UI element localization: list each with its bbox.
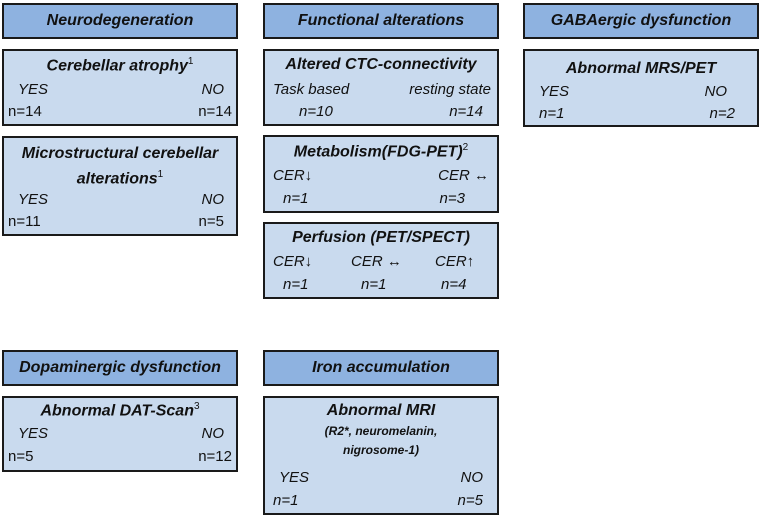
ctc-title: Altered CTC-connectivity [285,56,477,73]
no-count: n=12 [198,448,232,465]
header-functional-alterations: Functional alterations [263,3,499,39]
mrs-pet-title: Abnormal MRS/PET [565,60,717,77]
yes-label: YES [18,425,49,442]
metabolism-title: Metabolism(FDG-PET)2 [293,142,469,161]
yes-count: n=1 [539,105,565,122]
cer-decrease-label: CER↓ [273,253,313,270]
metabolism-box: Metabolism(FDG-PET)2 CER↓ CER ↔ n=1 n=3 [263,135,499,213]
task-based-label: Task based [273,81,350,98]
no-label: NO [201,191,225,208]
mri-subtitle-1: (R2*, neuromelanin, [324,424,438,438]
task-based-count: n=10 [299,103,333,120]
dat-scan-box: Abnormal DAT-Scan3 YES NO n=5 n=12 [2,396,238,472]
perfusion-title: Perfusion (PET/SPECT) [292,229,470,246]
yes-count: n=14 [8,103,42,120]
abnormal-mri-title: Abnormal MRI [326,402,436,419]
yes-label: YES [18,81,49,98]
resting-state-label: resting state [409,81,491,98]
header-dopaminergic-dysfunction: Dopaminergic dysfunction [2,350,238,386]
cer-unchanged-label: CER ↔ [351,253,402,270]
cerebellar-atrophy-box: Cerebellar atrophy1 YES NO n=14 n=14 [2,49,238,126]
ctc-connectivity-box: Altered CTC-connectivity Task based rest… [263,49,499,126]
no-label: NO [201,81,225,98]
mrs-pet-box: Abnormal MRS/PET YES NO n=1 n=2 [523,49,759,127]
cer-unchanged-label: CER ↔ [438,167,489,184]
cer-decrease-label: CER↓ [273,167,313,184]
yes-count: n=1 [273,492,299,509]
cer-increase-count: n=4 [441,276,467,293]
dat-scan-title: Abnormal DAT-Scan3 [40,401,200,420]
no-count: n=5 [198,213,224,230]
no-label: NO [460,469,484,486]
perfusion-box: Perfusion (PET/SPECT) CER↓ CER ↔ CER↑ n=… [263,222,499,299]
yes-count: n=11 [8,213,41,230]
cer-decrease-count: n=1 [283,190,309,207]
yes-label: YES [279,469,310,486]
mri-subtitle-2: nigrosome-1) [342,443,419,457]
yes-label: YES [539,83,570,100]
cer-decrease-count: n=1 [283,276,309,293]
no-count: n=5 [457,492,483,509]
no-label: NO [201,425,225,442]
yes-count: n=5 [8,448,34,465]
cer-unchanged-count: n=3 [439,190,465,207]
header-iron-accumulation: Iron accumulation [263,350,499,386]
no-label: NO [704,83,728,100]
cerebellar-atrophy-title: Cerebellar atrophy1 [46,56,194,75]
abnormal-mri-box: Abnormal MRI (R2*, neuromelanin, nigroso… [263,396,499,515]
header-gabaergic-dysfunction: GABAergic dysfunction [523,3,759,39]
yes-label: YES [18,191,49,208]
resting-state-count: n=14 [449,103,483,120]
cer-unchanged-count: n=1 [361,276,387,293]
header-neurodegeneration: Neurodegeneration [2,3,238,39]
cer-increase-label: CER↑ [435,253,475,270]
no-count: n=14 [198,103,232,120]
no-count: n=2 [709,105,735,122]
